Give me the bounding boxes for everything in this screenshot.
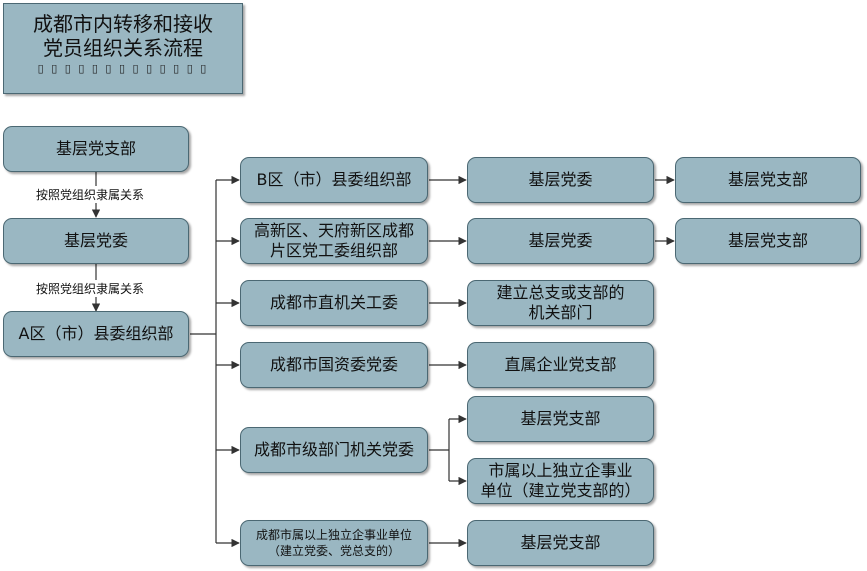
node-enterprise-base-branch: 基层党支部	[467, 520, 654, 566]
node-city-gov-org-committee: 成都市直机关工委	[240, 280, 428, 326]
node-b-base-committee: 基层党委	[467, 157, 654, 203]
node-city-sasac-committee: 成都市国资委党委	[240, 342, 428, 388]
title-line-2: 党员组织关系流程	[43, 36, 203, 60]
title-line-1: 成都市内转移和接收	[33, 12, 213, 36]
node-ht-base-committee: 基层党委	[467, 218, 654, 264]
node-city-enterprise-units: 成都市属以上独立企事业单位 （建立党委、党总支的）	[240, 520, 428, 566]
node-district-a-org: A区（市）县委组织部	[3, 311, 189, 357]
node-ht-base-branch: 基层党支部	[675, 218, 861, 264]
node-sasac-direct-branch: 直属企业党支部	[467, 342, 654, 388]
node-b-base-branch: 基层党支部	[675, 157, 861, 203]
edge-label-affiliation-1: 按照党组织隶属关系	[36, 186, 145, 203]
edge-label-affiliation-2: 按照党组织隶属关系	[36, 280, 145, 297]
node-district-b-org: B区（市）县委组织部	[240, 157, 428, 203]
node-city-dept-committee: 成都市级部门机关党委	[240, 427, 428, 473]
diagram-title: 成都市内转移和接收 党员组织关系流程 ▯ ▯ ▯ ▯ ▯ ▯ ▯ ▯ ▯ ▯ ▯…	[3, 3, 243, 94]
node-base-committee-left: 基层党委	[3, 218, 189, 264]
node-base-branch-top: 基层党支部	[3, 126, 189, 172]
title-line-3: ▯ ▯ ▯ ▯ ▯ ▯ ▯ ▯ ▯ ▯ ▯ ▯ ▯	[37, 62, 209, 75]
node-dept-base-branch: 基层党支部	[467, 396, 654, 442]
node-hightech-tianfu-org: 高新区、天府新区成都 片区党工委组织部	[240, 218, 428, 264]
node-dept-independent-units: 市属以上独立企事业 单位（建立党支部的）	[467, 458, 654, 504]
node-gov-dept-with-branch: 建立总支或支部的 机关部门	[467, 280, 654, 326]
